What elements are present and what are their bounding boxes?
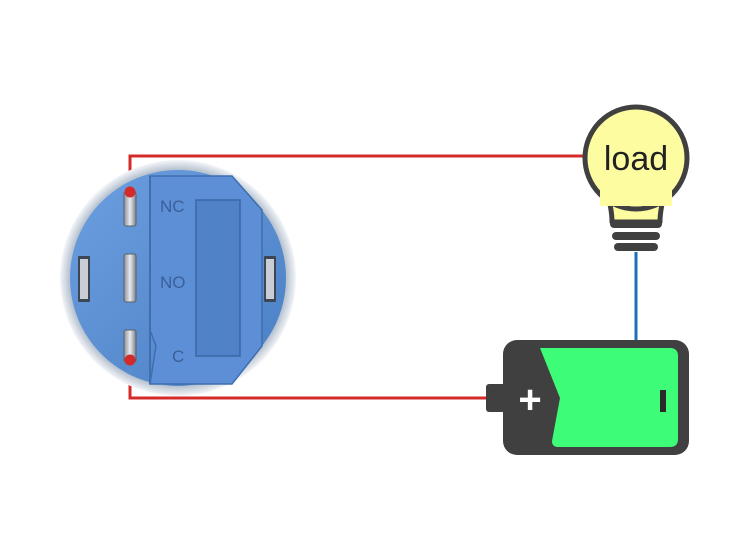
- terminal-label-c: C: [172, 347, 184, 366]
- battery-charge-fill: [540, 348, 678, 447]
- switch-recess: [195, 199, 241, 357]
- battery: +: [486, 340, 689, 455]
- load-bulb: load: [582, 104, 690, 251]
- connection-dot-c: [124, 354, 136, 366]
- bulb-base-ring-1: [610, 220, 662, 228]
- terminal-label-no: NO: [160, 273, 186, 292]
- battery-negative-symbol: [660, 390, 666, 412]
- terminal-pin-no: [123, 253, 137, 303]
- bulb-base-ring-3: [614, 243, 658, 251]
- bulb-base-ring-2: [612, 232, 660, 240]
- connection-dot-nc: [124, 186, 136, 198]
- terminal-label-nc: NC: [160, 197, 185, 216]
- push-button-switch: NC NO C: [60, 160, 296, 396]
- battery-positive-symbol: +: [518, 378, 541, 422]
- battery-terminal-nub: [486, 384, 506, 412]
- bulb-label: load: [604, 140, 668, 178]
